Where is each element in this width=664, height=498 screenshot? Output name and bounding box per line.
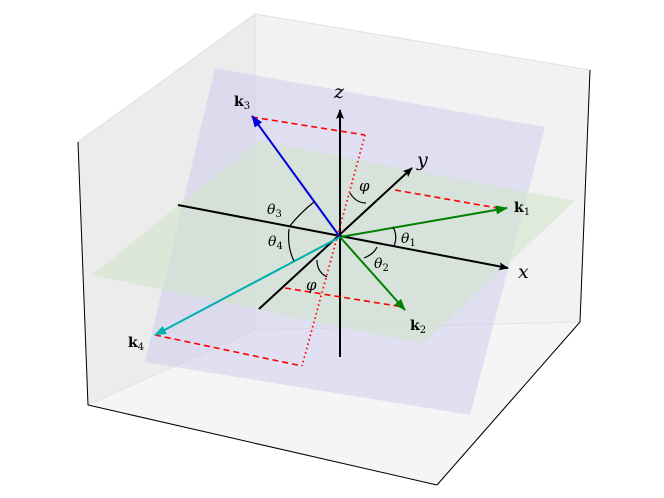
label-k2-sub: 2 — [420, 325, 426, 336]
label-k3-name: k — [234, 94, 244, 110]
box-edge-bottom-right — [436, 321, 581, 486]
label-theta3: θ3 — [267, 202, 282, 220]
label-theta4-sub: 4 — [276, 241, 282, 252]
vector-k4 — [154, 236, 341, 336]
label-theta1-sub: 1 — [409, 238, 415, 249]
label-theta1-sym: θ — [401, 231, 410, 247]
label-k2-name: k — [410, 318, 420, 334]
horizontal-plane — [92, 141, 575, 344]
box-edge-bottom-left — [87, 404, 438, 486]
arc-theta3 — [288, 201, 315, 228]
label-k1-name: k — [514, 200, 524, 216]
label-k3: k3 — [234, 94, 250, 112]
k3-projection-guide — [251, 116, 366, 136]
label-k3-sub: 3 — [244, 101, 250, 112]
label-k1-sub: 1 — [524, 207, 530, 218]
y-axis-label: y — [416, 149, 428, 171]
label-k4-name: k — [128, 335, 138, 351]
vector-k3 — [251, 115, 341, 238]
label-theta3-sym: θ — [267, 202, 276, 218]
z-axis-label: z — [333, 81, 345, 103]
label-theta2-sym: θ — [374, 256, 383, 272]
arc-phi-upper — [349, 192, 367, 204]
label-k4: k4 — [128, 335, 144, 353]
label-theta2-sub: 2 — [382, 263, 388, 274]
label-k2: k2 — [410, 318, 426, 336]
label-phi-upper: φ — [359, 177, 370, 195]
box-edge-right — [579, 69, 591, 323]
k4-projection-guide — [154, 334, 303, 367]
label-theta4: θ4 — [268, 234, 283, 252]
arc-theta2 — [363, 246, 378, 259]
arc-phi-lower — [316, 259, 328, 278]
label-k1: k1 — [514, 200, 530, 218]
label-phi-lower: φ — [306, 276, 317, 294]
k1-projection-guide — [394, 189, 504, 210]
label-theta4-sym: θ — [268, 234, 277, 250]
vector-k1 — [339, 205, 508, 238]
label-theta1: θ1 — [401, 231, 416, 249]
x-axis-label: x — [518, 261, 529, 283]
arc-theta4 — [287, 228, 295, 262]
box-edge-left — [77, 141, 89, 406]
label-theta3-sub: 3 — [275, 209, 281, 220]
arc-theta1 — [392, 226, 397, 247]
vector-k2 — [339, 236, 406, 311]
label-k4-sub: 4 — [138, 342, 144, 353]
label-theta2: θ2 — [374, 256, 389, 274]
